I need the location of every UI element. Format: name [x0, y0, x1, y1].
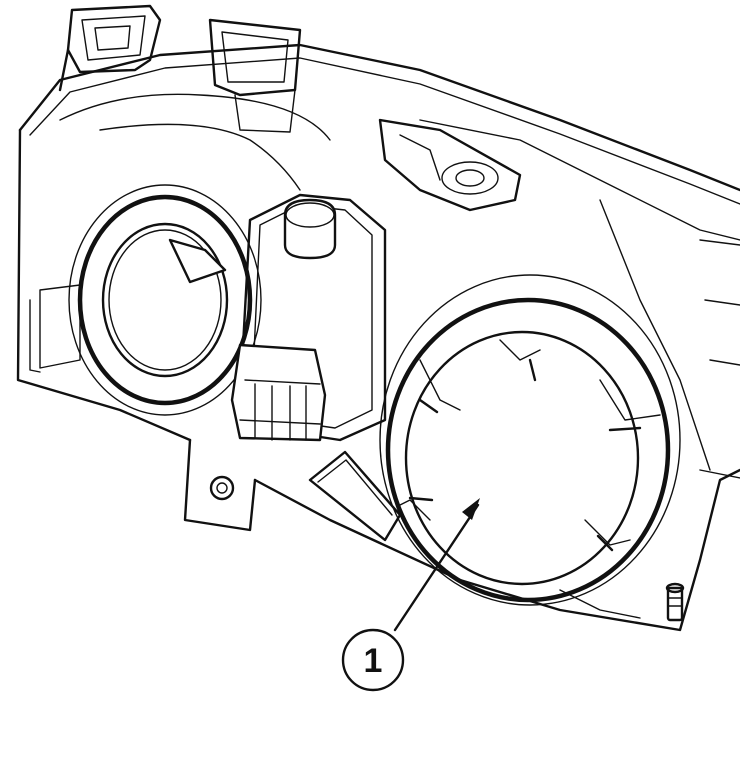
bolt — [665, 582, 685, 622]
callout-circle — [341, 628, 405, 692]
callout-1: 1 — [341, 498, 480, 692]
left-control-knob — [68, 184, 262, 416]
top-clip-left — [58, 4, 162, 92]
leader-arrowhead — [462, 498, 480, 520]
callout-label: 1 — [364, 642, 383, 680]
top-clip-right — [378, 118, 522, 212]
top-clip-center — [208, 18, 302, 133]
center-switch-module — [230, 193, 387, 442]
mounting-tab — [209, 475, 235, 501]
right-control-knob — [379, 274, 681, 606]
panel-housing — [16, 43, 740, 632]
